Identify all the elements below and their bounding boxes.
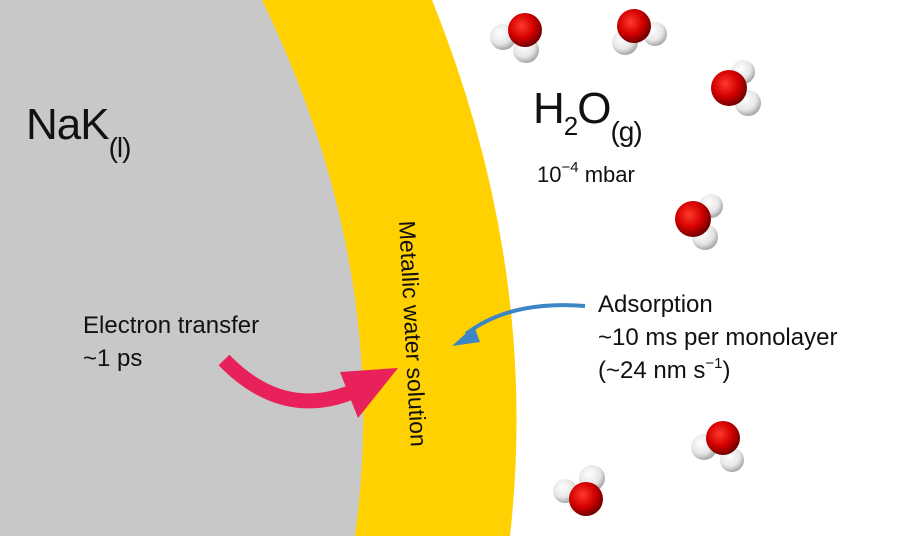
- pressure-label: 10−4 mbar: [537, 159, 635, 188]
- water-label-h: H: [533, 84, 565, 133]
- pressure-unit: mbar: [578, 162, 635, 187]
- adsorption-time: ~10 ms per monolayer: [598, 324, 838, 351]
- electron-transfer-title: Electron transfer: [83, 312, 260, 339]
- pressure-base: 10: [537, 162, 562, 187]
- water-molecule: [711, 60, 761, 116]
- electron-transfer-time: ~1 ps: [83, 345, 143, 372]
- water-label-subscript: 2: [563, 111, 579, 141]
- electron-transfer-arrow: [218, 354, 398, 418]
- adsorption-title: Adsorption: [598, 291, 713, 318]
- nak-label-phase: (l): [108, 132, 132, 163]
- water-molecule: [675, 194, 723, 250]
- nak-label-main: NaK: [26, 100, 110, 149]
- water-label-phase: (g): [610, 116, 642, 147]
- water-label-o: O: [577, 84, 611, 133]
- adsorption-arrow: [452, 303, 586, 346]
- adsorption-label: Adsorption ~10 ms per monolayer (~24 nm …: [598, 288, 837, 390]
- electron-transfer-label: Electron transfer ~1 ps: [83, 309, 259, 375]
- water-molecule: [490, 13, 542, 63]
- water-gas-label: H2O(g): [533, 84, 643, 147]
- pressure-exponent: −4: [561, 159, 579, 176]
- nak-label: NaK(l): [26, 100, 131, 163]
- water-molecule: [553, 465, 605, 516]
- water-molecule: [691, 421, 744, 472]
- water-molecule: [612, 9, 667, 55]
- adsorption-rate: (~24 nm s−1): [598, 355, 731, 384]
